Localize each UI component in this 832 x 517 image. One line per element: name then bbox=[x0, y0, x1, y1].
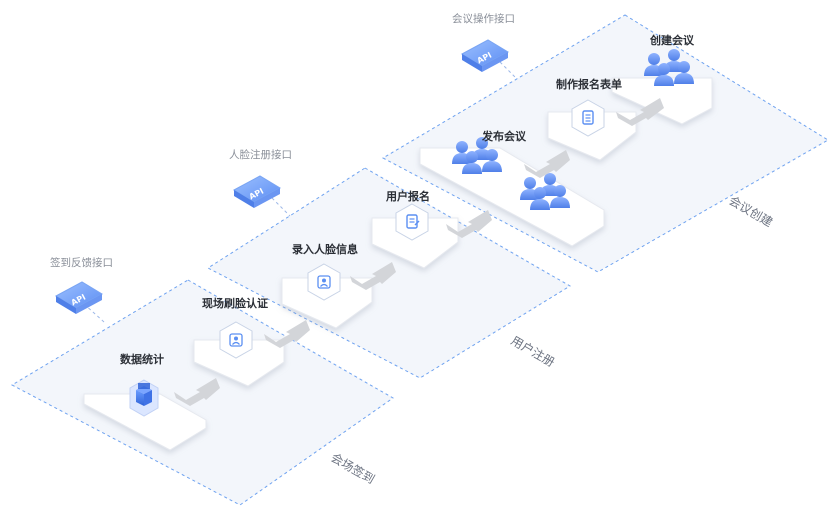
step-label-create-meeting: 创建会议 bbox=[649, 33, 695, 47]
zone-label-user-register: 用户注册 bbox=[509, 333, 558, 370]
flow-arrow-icon bbox=[616, 98, 664, 126]
step-label-statistics: 数据统计 bbox=[120, 352, 164, 366]
data-cube-icon bbox=[129, 379, 159, 417]
zone-label-meeting-create: 会议创建 bbox=[727, 193, 776, 229]
api-connector-line bbox=[83, 303, 105, 323]
api-connector-line bbox=[499, 61, 517, 79]
flow-arrow-icon bbox=[524, 150, 570, 178]
step-label-publish-meeting: 发布会议 bbox=[481, 129, 527, 143]
api-label-meeting-ops: 会议操作接口 bbox=[452, 12, 515, 25]
api-connector-line bbox=[271, 197, 291, 217]
zone-label-onsite-checkin: 会场签到 bbox=[329, 450, 378, 487]
step-label-make-form: 制作报名表单 bbox=[556, 77, 622, 91]
form-document-icon bbox=[571, 99, 605, 137]
step-label-face-verify: 现场刷脸认证 bbox=[202, 296, 268, 310]
api-badge-meeting-ops: API bbox=[460, 39, 510, 72]
platform-enter-face bbox=[281, 277, 373, 329]
flow-arrow-icon bbox=[174, 378, 220, 406]
flow-arrow-icon bbox=[264, 320, 310, 348]
flow-arrow-icon bbox=[446, 210, 492, 238]
step-label-user-signup: 用户报名 bbox=[386, 189, 430, 203]
form-document-icon bbox=[395, 203, 429, 241]
api-label-face-register: 人脸注册接口 bbox=[229, 148, 292, 161]
face-user-icon bbox=[219, 321, 253, 359]
face-user-icon bbox=[307, 263, 341, 301]
step-label-enter-face: 录入人脸信息 bbox=[292, 242, 358, 256]
platform-statistics bbox=[83, 393, 207, 451]
platform-make-form bbox=[547, 111, 637, 161]
api-label-checkin-feedback: 签到反馈接口 bbox=[50, 256, 113, 269]
flow-arrow-icon bbox=[350, 262, 396, 290]
api-badge-checkin-feedback: API bbox=[54, 281, 104, 314]
platform-create-meeting bbox=[611, 77, 713, 125]
platform-user-signup bbox=[371, 217, 459, 269]
api-badge-face-register: API bbox=[232, 175, 282, 208]
